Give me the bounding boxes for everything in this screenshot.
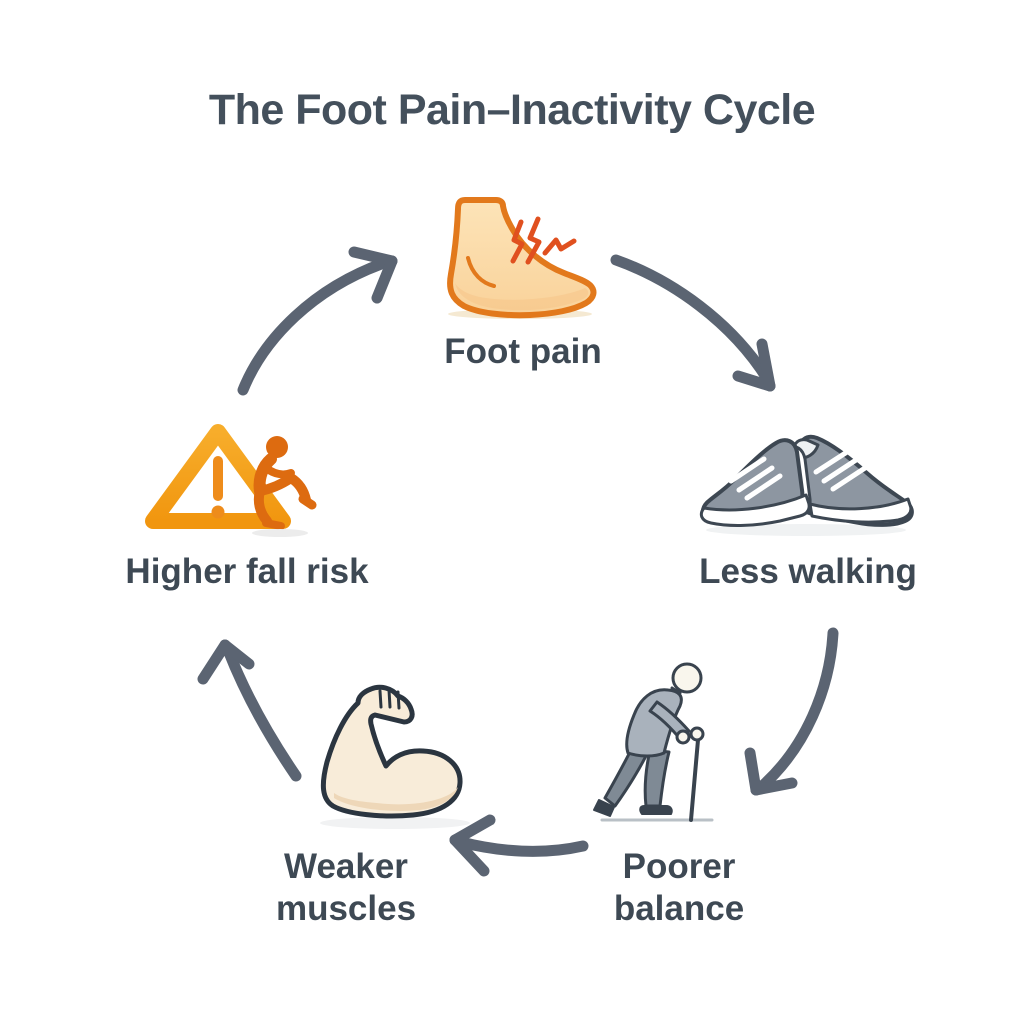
- sneaker-left: [699, 438, 812, 527]
- warning-triangle-icon: [145, 424, 291, 529]
- foot-outline: [447, 197, 597, 319]
- page-title: The Foot Pain–Inactivity Cycle: [208, 86, 816, 134]
- label-foot-pain: Foot pain: [444, 332, 602, 371]
- exclamation-dot: [211, 505, 225, 519]
- pain-marks-icon: [510, 216, 577, 265]
- slipping-person-icon: [253, 436, 317, 530]
- arrow-weaker-muscles-to-higher-fall-risk: [197, 639, 302, 782]
- head: [671, 662, 703, 694]
- elderly-person-cane-icon: [593, 662, 714, 822]
- sneaker-left-laces: [728, 456, 783, 501]
- sneakers-icon: [699, 434, 914, 536]
- knuckle-lines: [378, 688, 401, 710]
- sneaker-right-laces: [813, 449, 868, 492]
- label-poorer-balance: Poorer balance: [613, 847, 745, 928]
- label-higher-fall-risk: Higher fall risk: [125, 552, 369, 591]
- label-less-walking: Less walking: [699, 552, 917, 591]
- bicep-shadow: [320, 817, 470, 829]
- arrow-poorer-balance-to-weaker-muscles: [449, 814, 589, 877]
- bicep-shading: [334, 787, 458, 811]
- bicep-outline: [320, 684, 463, 819]
- fall-shadow: [252, 529, 308, 537]
- sneakers-shadow: [706, 524, 906, 536]
- cane: [689, 738, 700, 822]
- sneaker-right: [792, 434, 914, 527]
- label-weaker-muscles: Weaker muscles: [275, 847, 417, 928]
- arrow-foot-pain-to-less-walking: [610, 254, 776, 392]
- foot-arch-line: [466, 256, 496, 288]
- warning-fall-icon: [145, 424, 317, 537]
- foot-sole-shading: [455, 283, 589, 311]
- foot-icon: [447, 197, 597, 319]
- arrow-less-walking-to-poorer-balance: [744, 627, 839, 796]
- arrow-higher-fall-risk-to-foot-pain: [237, 246, 398, 396]
- flexed-bicep-icon: [320, 684, 470, 829]
